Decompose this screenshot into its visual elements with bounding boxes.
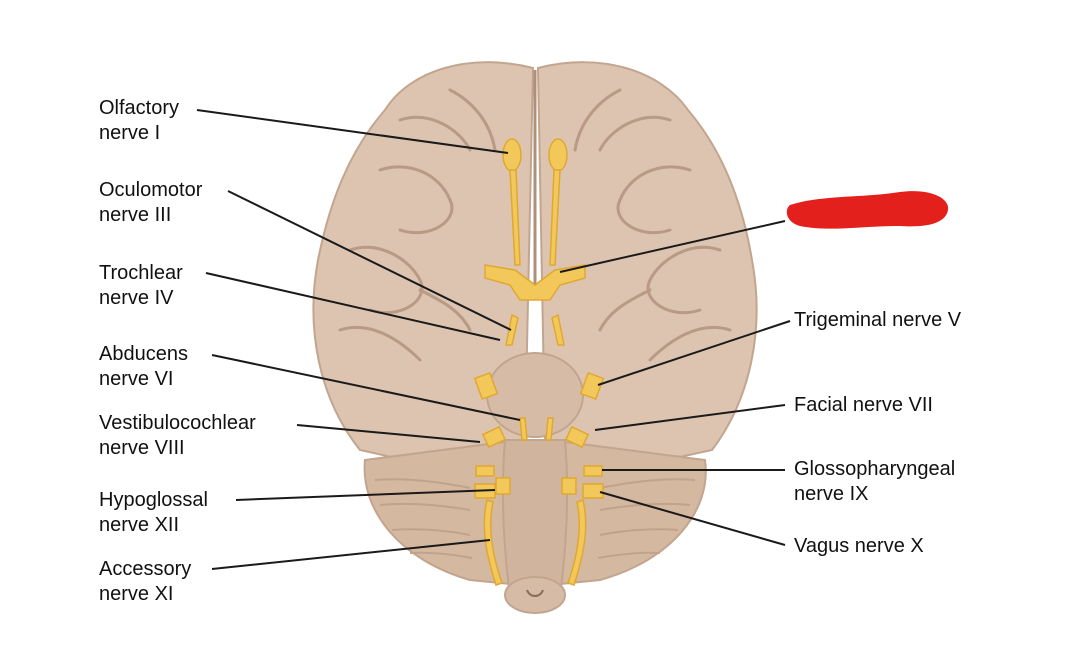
leader-lines [196, 109, 791, 570]
leader-trochlear [205, 272, 501, 341]
right-hemisphere [536, 61, 758, 472]
redaction-mark [786, 191, 949, 229]
label-trochlear: Trochlear nerve IV [99, 261, 183, 311]
pons [486, 352, 584, 438]
label-vagus-line1: Vagus nerve X [794, 535, 924, 557]
label-oculomotor-line1: Oculomotor [99, 179, 203, 201]
label-hypoglossal-line1: Hypoglossal [99, 489, 208, 511]
label-vestibulocochlear: Vestibulocochlear nerve VIII [99, 411, 256, 461]
olfactory-bulb-left [502, 138, 522, 172]
label-accessory: Accessory nerve XI [99, 557, 191, 607]
label-hypoglossal-line2: nerve XII [99, 514, 180, 536]
label-olfactory: Olfactory nerve I [99, 96, 179, 146]
label-glossopharyngeal: Glossopharyngeal nerve IX [794, 457, 955, 507]
olfactory-tract-left [509, 169, 521, 266]
label-glossopharyngeal-line2: nerve IX [794, 483, 869, 505]
olfactory-tract-right [549, 169, 561, 266]
label-vestibulocochlear-line1: Vestibulocochlear [99, 412, 256, 434]
label-facial: Facial nerve VII [794, 393, 933, 418]
sulci [338, 88, 732, 362]
optic-chiasm [484, 264, 586, 301]
label-oculomotor: Oculomotor nerve III [99, 178, 202, 228]
label-vagus: Vagus nerve X [794, 534, 924, 559]
leader-redacted [559, 220, 786, 273]
olfactory-bulb-right [548, 138, 568, 172]
cerebellar-folia [374, 478, 696, 559]
label-trochlear-line1: Trochlear [99, 262, 183, 284]
label-trigeminal-line1: Trigeminal nerve V [794, 309, 962, 331]
label-hypoglossal: Hypoglossal nerve XII [99, 488, 208, 538]
label-olfactory-line1: Olfactory [99, 97, 180, 119]
leader-accessory [211, 539, 491, 570]
label-oculomotor-line2: nerve III [99, 204, 172, 226]
medulla [501, 439, 569, 596]
leader-vestibulocochlear [296, 424, 481, 443]
leader-oculomotor [227, 190, 512, 331]
left-hemisphere [312, 61, 535, 472]
leader-vagus [599, 491, 786, 546]
label-facial-line1: Facial nerve VII [794, 394, 933, 416]
label-accessory-line1: Accessory [99, 558, 192, 580]
leader-olfactory [196, 109, 509, 154]
label-abducens-line2: nerve VI [99, 368, 174, 390]
leader-hypoglossal [235, 489, 496, 501]
leader-facial [594, 404, 786, 431]
label-abducens: Abducens nerve VI [99, 342, 188, 392]
label-glossopharyngeal-line1: Glossopharyngeal [794, 458, 956, 480]
label-accessory-line2: nerve XI [99, 583, 174, 605]
cranial-nerves [473, 138, 605, 586]
label-olfactory-line2: nerve I [99, 122, 161, 144]
label-trigeminal: Trigeminal nerve V [794, 308, 961, 333]
leader-trigeminal [597, 320, 791, 386]
label-trochlear-line2: nerve IV [99, 287, 174, 309]
leader-abducens [211, 354, 521, 421]
label-abducens-line1: Abducens [99, 343, 188, 365]
label-vestibulocochlear-line2: nerve VIII [99, 437, 185, 459]
